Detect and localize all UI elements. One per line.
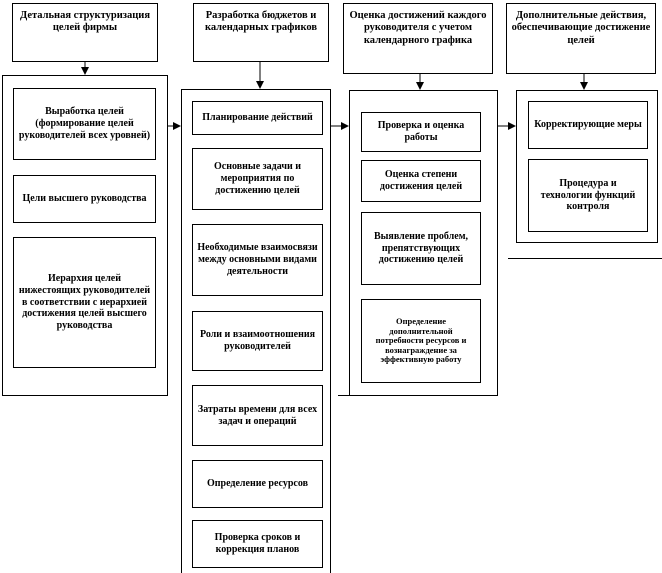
col4-panel — [516, 90, 658, 243]
col2-item-action-planning: Планирование действий — [192, 101, 323, 135]
col2-item-resources: Определение ресурсов — [192, 460, 323, 508]
col1-item-goal-hierarchy: Иерархия целей нижестоящих руководителей… — [13, 237, 156, 368]
col2-item-deadline-check: Проверка сроков и коррекция планов — [192, 520, 323, 568]
col3-item-work-review: Проверка и оценка работы — [361, 112, 481, 152]
col2-item-interrelations: Необходимые взаимосвязи между основными … — [192, 224, 323, 296]
col4-item-corrective-measures: Корректирующие меры — [528, 101, 648, 149]
col1-item-goal-setting: Выработка целей (формирование целей руко… — [13, 88, 156, 160]
col3-item-goal-achievement: Оценка степени достижения целей — [361, 160, 481, 202]
col1-panel — [2, 75, 168, 395]
col4-item-control-procedures: Процедура и технологии функций контроля — [528, 159, 648, 232]
col1-panel-baseline — [2, 395, 168, 396]
col4-panel-baseline — [508, 258, 662, 259]
col2-item-main-tasks: Основные задачи и мероприятия по достиже… — [192, 148, 323, 210]
col3-panel-baseline — [338, 395, 498, 396]
col1-item-top-management-goals: Цели высшего руководства — [13, 175, 156, 223]
col3-item-problem-identification: Выявление проблем, препятствующих достиж… — [361, 212, 481, 285]
col2-panel — [181, 89, 331, 573]
col3-header: Оценка достижений каждого руководителя с… — [343, 3, 493, 74]
col2-header: Разработка бюджетов и календарных график… — [193, 3, 329, 62]
col1-header: Детальная структуризация целей фирмы — [12, 3, 158, 62]
col3-panel — [349, 90, 498, 395]
col4-header: Дополнительные действия, обеспечивающие … — [506, 3, 656, 74]
col2-item-roles: Роли и взаимоотношения руководителей — [192, 311, 323, 371]
col2-item-time-costs: Затраты времени для всех задач и операци… — [192, 385, 323, 446]
col3-item-additional-resources: Определение дополнительной потребности р… — [361, 299, 481, 383]
